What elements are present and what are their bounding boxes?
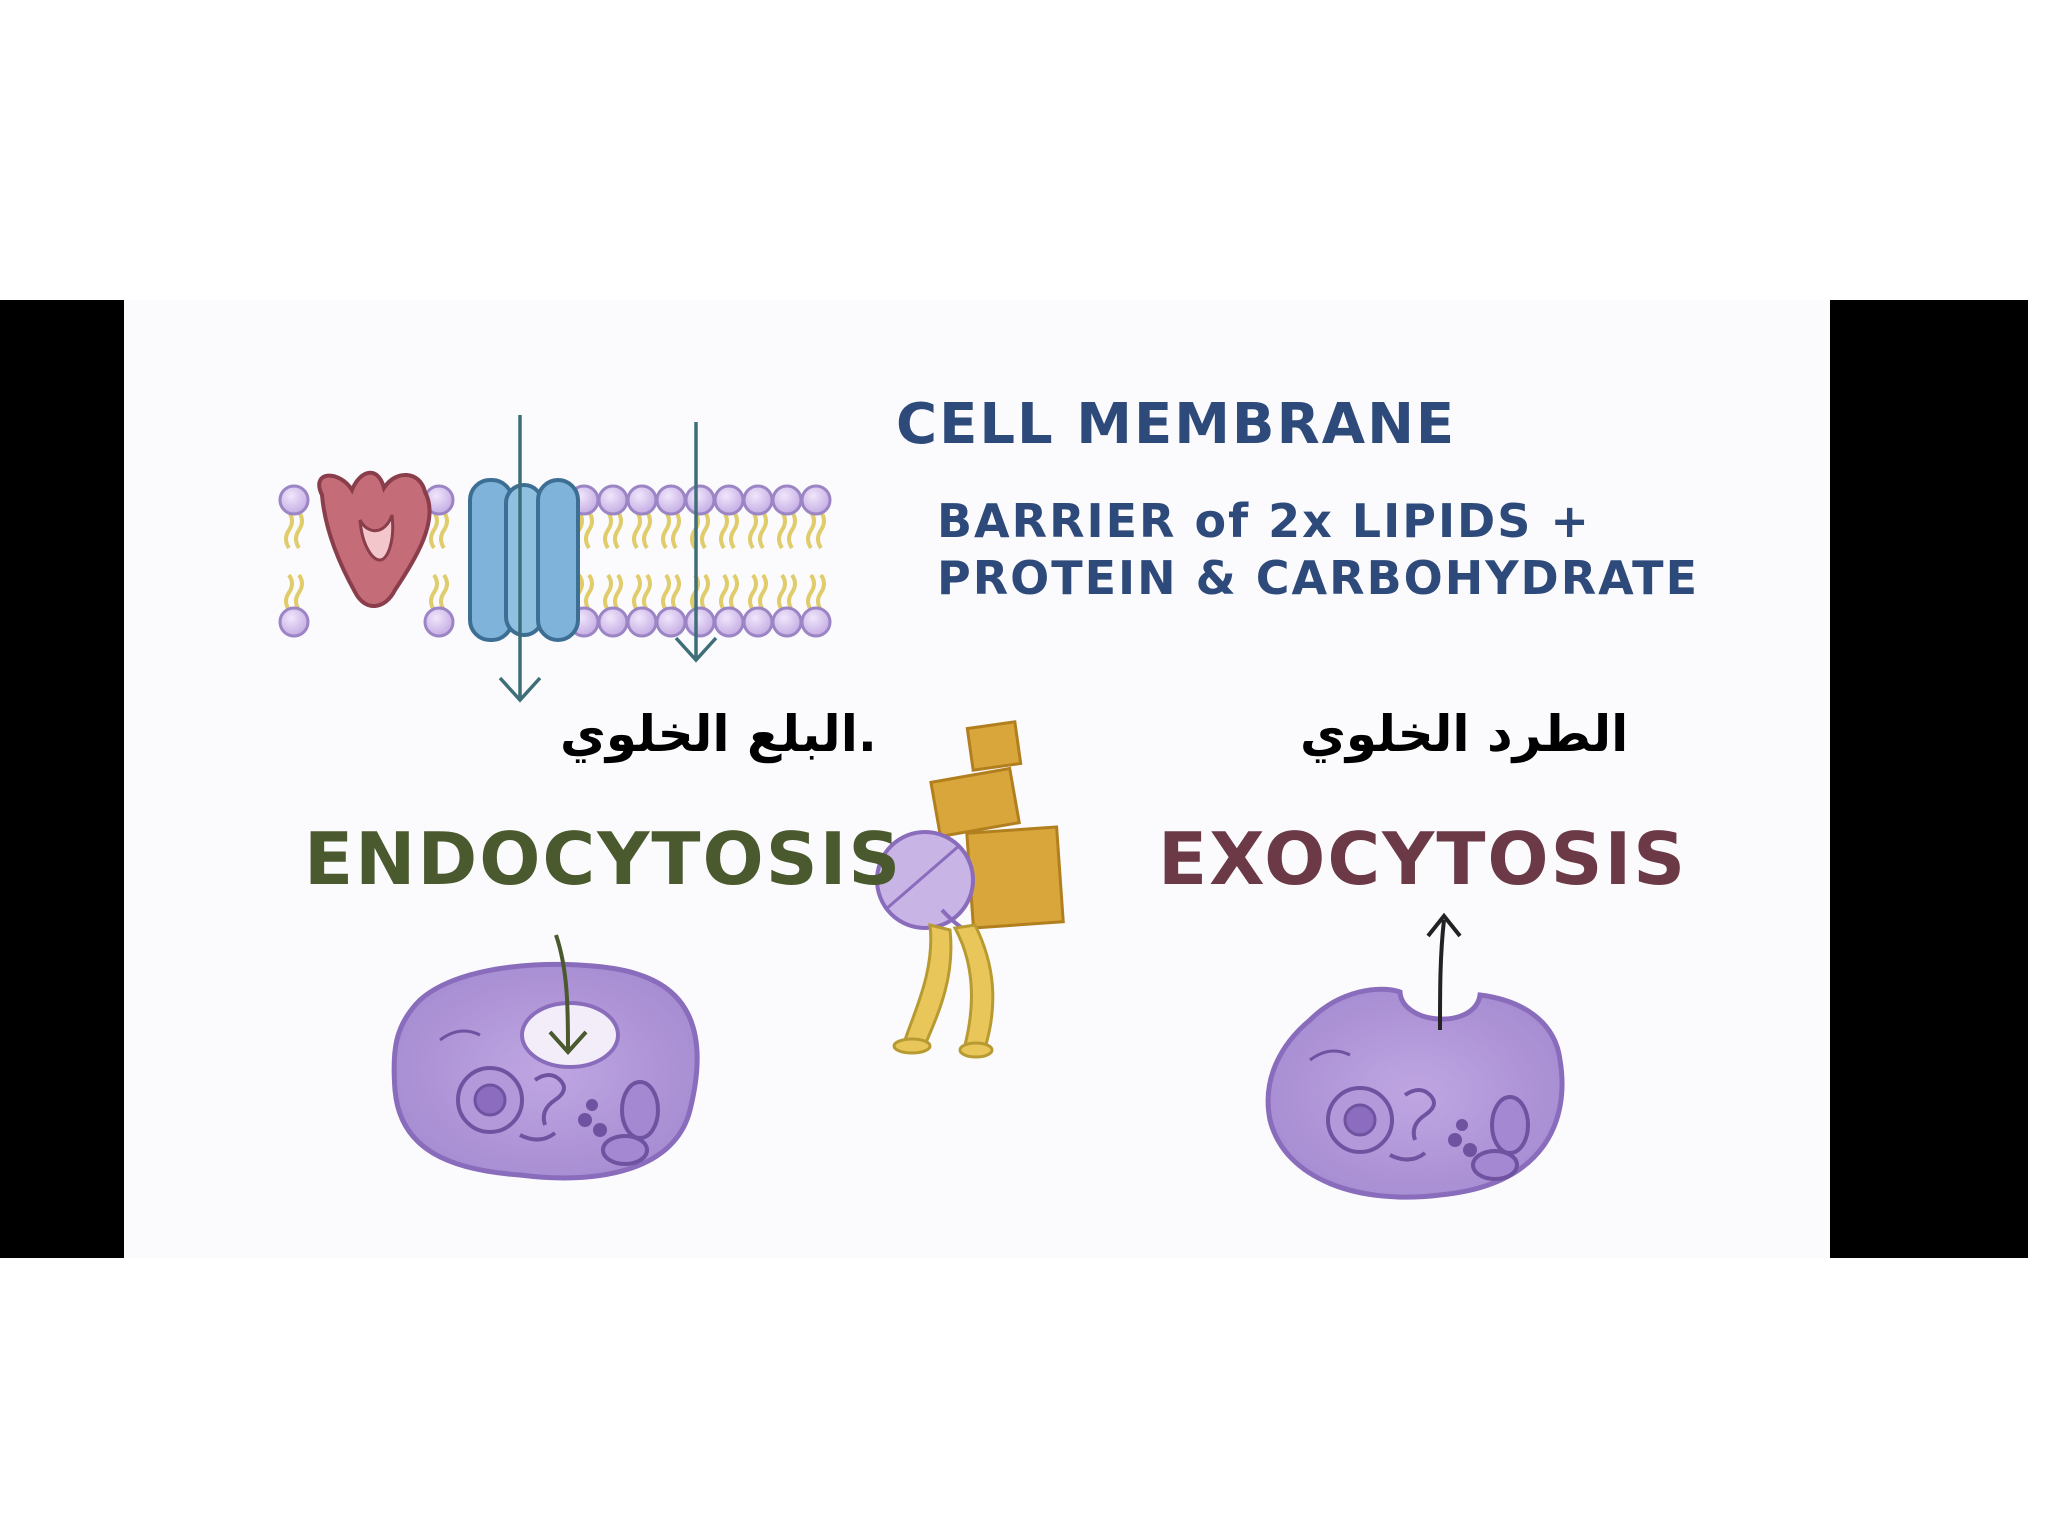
lipid-tail <box>613 573 623 612</box>
exocytosis-arrow <box>1438 919 1446 1031</box>
diagram-title: CELL MEMBRANE <box>896 392 1457 457</box>
lipid-tail <box>603 510 613 550</box>
cell-membrane-diagram <box>278 415 832 703</box>
lipid-tail <box>642 510 652 550</box>
lipid-tail <box>758 510 768 550</box>
phospholipid-head <box>800 606 832 638</box>
lipid-tail <box>816 573 826 612</box>
phospholipid-heads-bottom <box>278 606 832 638</box>
lipid-tail <box>632 573 642 612</box>
diagram-subtitle-line-1: BARRIER of 2x LIPIDS + <box>937 494 1591 548</box>
lipid-tail <box>439 510 449 550</box>
exocytosis-cell <box>1265 912 1565 1200</box>
lipid-tail <box>584 510 594 550</box>
phospholipid-head <box>423 606 455 638</box>
endocytosis-arrow <box>554 934 570 1051</box>
lipid-tail <box>613 510 623 550</box>
exocytosis-arabic-label: الطرد الخلوي <box>1300 705 1629 763</box>
lipid-tail <box>603 573 613 612</box>
lipid-tail <box>584 573 594 612</box>
lipid-tail <box>787 573 797 612</box>
phospholipid-head <box>626 606 658 638</box>
letterbox-left <box>0 300 124 1258</box>
lipid-tail <box>729 510 739 550</box>
diagram-subtitle-line-2: PROTEIN & CARBOHYDRATE <box>937 551 1699 605</box>
exocytosis-label: EXOCYTOSIS <box>1158 817 1688 901</box>
vesicle <box>520 1001 620 1069</box>
phospholipid-head <box>742 484 774 516</box>
phospholipid-head <box>597 484 629 516</box>
lipid-tail <box>748 573 758 612</box>
lipid-tail <box>661 510 671 550</box>
lipid-tail <box>700 573 710 612</box>
endocytosis-arabic-label: .البلع الخلوي <box>560 705 877 763</box>
phospholipid-head <box>655 484 687 516</box>
lipid-tail <box>429 510 439 550</box>
endocytosis-cell <box>391 934 700 1181</box>
lipid-tail <box>294 573 304 612</box>
lipid-tail <box>719 573 729 612</box>
phospholipid-head <box>713 484 745 516</box>
phospholipid-head <box>742 606 774 638</box>
lipid-tail <box>671 573 681 612</box>
lipid-tail <box>642 573 652 612</box>
lipid-tail <box>777 510 787 550</box>
phospholipid-head <box>597 606 629 638</box>
lipid-tail <box>777 573 787 612</box>
letterbox-right <box>1830 300 2028 1258</box>
lipid-tail <box>661 573 671 612</box>
phospholipid-head <box>684 484 716 516</box>
phospholipid-head <box>278 606 310 638</box>
lipid-tail <box>700 510 710 550</box>
phospholipid-head <box>713 606 745 638</box>
transport-arrows <box>498 415 718 703</box>
phospholipid-head <box>626 484 658 516</box>
phospholipid-head <box>771 606 803 638</box>
transport-figure <box>875 720 1065 1059</box>
lipid-tail <box>787 510 797 550</box>
lipid-tail <box>632 510 642 550</box>
phospholipid-head <box>800 484 832 516</box>
lipid-tail <box>719 510 729 550</box>
phospholipid-head <box>684 606 716 638</box>
lipid-tail <box>806 573 816 612</box>
phospholipid-head <box>655 606 687 638</box>
lipid-tail <box>729 573 739 612</box>
lipid-tail <box>748 510 758 550</box>
lipid-tail <box>671 510 681 550</box>
lipid-tail <box>284 510 294 550</box>
lipid-tail <box>806 510 816 550</box>
endocytosis-label: ENDOCYTOSIS <box>304 817 903 901</box>
channel-protein <box>468 478 580 642</box>
receptor-protein <box>317 470 432 608</box>
lipid-tail <box>294 510 304 550</box>
lipid-tail <box>284 573 294 612</box>
lipid-tails <box>284 510 826 612</box>
lipid-tail <box>429 573 439 612</box>
phospholipid-head <box>771 484 803 516</box>
lipid-tail <box>439 573 449 612</box>
lipid-tail <box>816 510 826 550</box>
phospholipid-head <box>278 484 310 516</box>
lipid-tail <box>758 573 768 612</box>
